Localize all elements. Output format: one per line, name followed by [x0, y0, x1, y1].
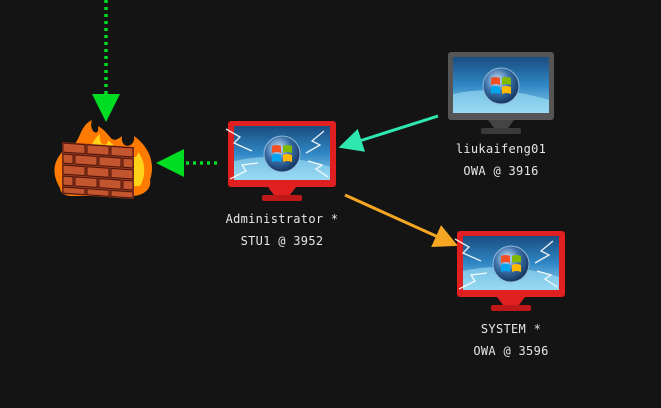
windows-logo-icon: [492, 245, 530, 283]
node-label-liuk-user: liukaifeng01: [455, 142, 547, 156]
node-label-admin-user: Administrator *: [225, 212, 339, 226]
windows-logo-icon: [263, 135, 301, 173]
windows-logo-icon: [482, 67, 520, 105]
session-node-admin[interactable]: [225, 121, 336, 201]
session-link-admin-to-system: [344, 193, 458, 248]
session-node-liuk[interactable]: [448, 52, 554, 134]
node-label-liuk-host: OWA @ 3916: [463, 164, 539, 178]
session-link-liuk-to-admin: [338, 114, 439, 152]
session-node-system[interactable]: [454, 231, 565, 311]
firewall-icon[interactable]: [54, 120, 153, 200]
node-label-admin-host: STU1 @ 3952: [240, 234, 324, 248]
node-label-system-host: OWA @ 3596: [473, 344, 549, 358]
node-label-system-user: SYSTEM *: [480, 322, 542, 336]
